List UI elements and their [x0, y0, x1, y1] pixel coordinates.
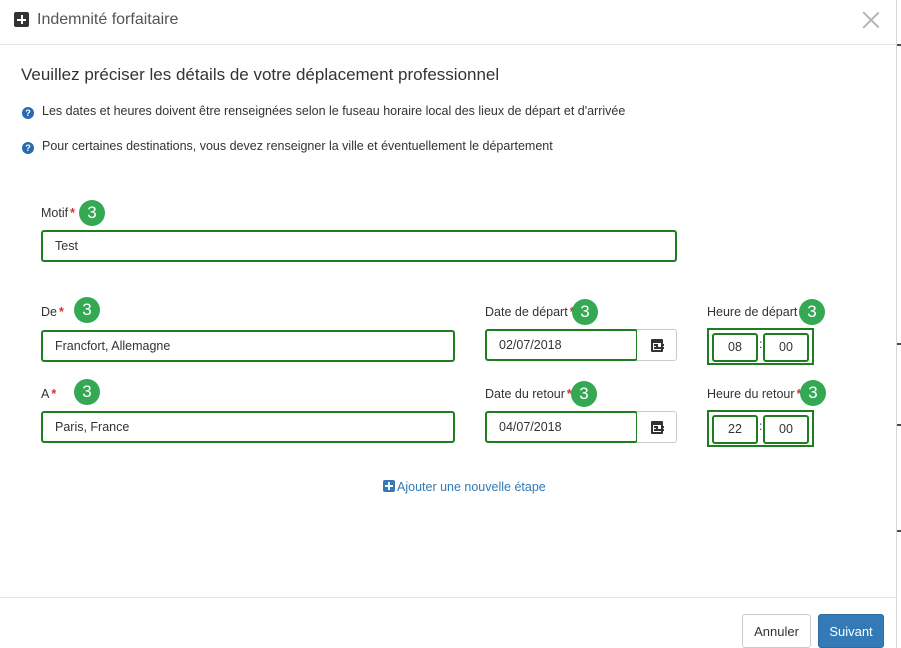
return-date-badge: 3 — [571, 381, 597, 407]
dialog-footer: Annuler Suivant — [0, 597, 897, 648]
departure-time-label: Heure de départ* — [707, 305, 804, 319]
plus-square-icon — [14, 12, 29, 27]
calendar-icon — [651, 339, 664, 352]
edge-mark — [897, 343, 901, 345]
question-circle-icon: ? — [22, 107, 34, 119]
info-destination: ? Pour certaines destinations, vous devez… — [22, 139, 553, 154]
dialog-header: Indemnité forfaitaire — [0, 0, 897, 45]
departure-time-picker: 08 : 00 — [707, 328, 814, 365]
edge-mark — [897, 424, 901, 426]
return-time-picker: 22 : 00 — [707, 410, 814, 447]
departure-date-input[interactable]: 02/07/2018 — [485, 329, 638, 361]
to-input[interactable]: Paris, France — [41, 411, 455, 443]
required-marker: * — [58, 305, 64, 319]
time-separator: : — [759, 419, 763, 433]
add-step-text: Ajouter une nouvelle étape — [397, 480, 546, 494]
next-button[interactable]: Suivant — [818, 614, 884, 648]
close-icon[interactable] — [862, 11, 880, 29]
return-minutes-input[interactable]: 00 — [763, 415, 809, 444]
plus-square-icon — [383, 480, 395, 492]
info-destination-text: Pour certaines destinations, vous devez … — [42, 139, 553, 153]
question-circle-icon: ? — [22, 142, 34, 154]
info-timezone: ? Les dates et heures doivent être rensei… — [22, 104, 625, 119]
departure-date-label-text: Date de départ — [485, 305, 568, 319]
return-date-calendar-button[interactable] — [637, 411, 677, 443]
return-date-input[interactable]: 04/07/2018 — [485, 411, 638, 443]
to-badge: 3 — [74, 379, 100, 405]
departure-date-badge: 3 — [572, 299, 598, 325]
from-label-text: De — [41, 305, 57, 319]
departure-time-badge: 3 — [799, 299, 825, 325]
departure-hours-input[interactable]: 08 — [712, 333, 758, 362]
departure-minutes-input[interactable]: 00 — [763, 333, 809, 362]
required-marker: * — [566, 387, 572, 401]
calendar-icon — [651, 421, 664, 434]
departure-time-label-text: Heure de départ — [707, 305, 798, 319]
dialog-heading: Veuillez préciser les détails de votre d… — [21, 65, 500, 84]
from-badge: 3 — [74, 297, 100, 323]
dialog-title: Indemnité forfaitaire — [37, 11, 179, 28]
departure-date-label: Date de départ* — [485, 305, 575, 319]
time-separator: : — [759, 337, 763, 351]
required-marker: * — [70, 206, 75, 220]
edge-mark — [897, 530, 901, 532]
edge-mark — [897, 44, 901, 46]
required-marker: * — [796, 387, 802, 401]
motif-input[interactable]: Test — [41, 230, 677, 262]
from-label: De* — [41, 305, 64, 319]
info-timezone-text: Les dates et heures doivent être renseig… — [42, 104, 626, 118]
to-label: A* — [41, 387, 56, 401]
window-edge — [897, 0, 901, 648]
return-date-label: Date du retour* — [485, 387, 572, 401]
from-input[interactable]: Francfort, Allemagne — [41, 330, 455, 362]
return-time-badge: 3 — [800, 380, 826, 406]
required-marker: * — [51, 387, 57, 401]
add-step-link[interactable]: Ajouter une nouvelle étape — [383, 480, 546, 494]
departure-date-calendar-button[interactable] — [637, 329, 677, 361]
motif-badge: 3 — [79, 200, 105, 226]
return-time-label: Heure du retour* — [707, 387, 801, 401]
to-label-text: A — [41, 387, 50, 401]
return-hours-input[interactable]: 22 — [712, 415, 758, 444]
return-date-label-text: Date du retour — [485, 387, 565, 401]
motif-label-text: Motif — [41, 206, 69, 220]
cancel-button[interactable]: Annuler — [742, 614, 811, 648]
motif-label: Motif* — [41, 206, 75, 220]
return-time-label-text: Heure du retour — [707, 387, 795, 401]
